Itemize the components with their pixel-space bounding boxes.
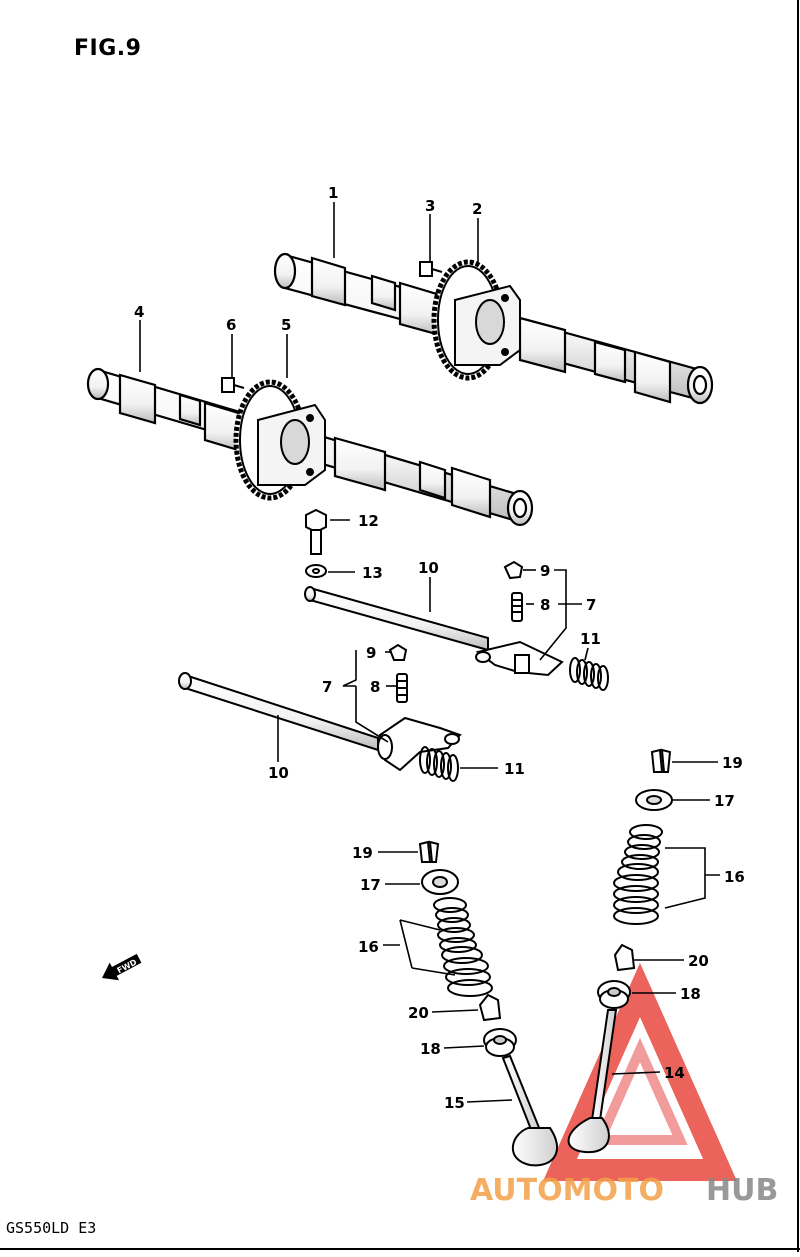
valve-spring-left <box>433 897 493 997</box>
cam-sprocket-lower <box>233 379 326 501</box>
callout-14: 14 <box>664 1064 685 1082</box>
callout-17-right: 17 <box>714 792 735 810</box>
callout-8-upper: 8 <box>540 596 550 614</box>
adjuster-screw-lower <box>396 673 408 703</box>
callout-9-lower: 9 <box>366 644 376 662</box>
callout-16-left: 16 <box>358 938 379 956</box>
callout-6: 6 <box>226 316 236 334</box>
watermark-part2: HUB <box>706 1173 778 1208</box>
valve-right <box>567 1009 618 1154</box>
callout-5: 5 <box>281 316 291 334</box>
sprocket-bolt-lower <box>221 377 245 393</box>
adjuster-screw-upper <box>511 592 523 622</box>
rocker-arm-lower <box>377 716 462 772</box>
frame-border-bottom <box>0 1248 800 1250</box>
callout-7-lower: 7 <box>322 678 332 696</box>
spring-retainer-left <box>421 869 459 895</box>
callout-4: 4 <box>134 303 144 321</box>
callout-3: 3 <box>425 197 435 215</box>
callout-12: 12 <box>358 512 379 530</box>
rocker-washer <box>305 564 327 578</box>
callout-11-upper: 11 <box>580 630 601 648</box>
rocker-spring-upper <box>569 657 609 691</box>
sprocket-bolt-upper <box>419 261 443 277</box>
figure-title: FIG.9 <box>74 36 142 61</box>
rocker-bolt <box>305 508 327 555</box>
valve-spring-right <box>613 824 663 925</box>
rocker-spring-lower <box>419 746 459 782</box>
callout-16-right: 16 <box>724 868 745 886</box>
spring-retainer-right <box>635 789 673 811</box>
callout-17-left: 17 <box>360 876 381 894</box>
callout-19-right: 19 <box>722 754 743 772</box>
callout-7-upper: 7 <box>586 596 596 614</box>
callout-1: 1 <box>328 184 338 202</box>
adjuster-nut-upper <box>503 560 524 580</box>
callout-2: 2 <box>472 200 482 218</box>
callout-20-left: 20 <box>408 1004 429 1022</box>
callout-10-lower: 10 <box>268 764 289 782</box>
cam-sprocket-upper <box>431 259 521 381</box>
leader-lines <box>139 202 720 1103</box>
callout-20-right: 20 <box>688 952 709 970</box>
spring-seat-left <box>483 1028 517 1057</box>
callout-15: 15 <box>444 1094 465 1112</box>
rocker-shaft-upper <box>304 586 489 652</box>
callout-18-right: 18 <box>680 985 701 1003</box>
callout-13: 13 <box>362 564 383 582</box>
valve-stem-seal-right <box>613 943 636 972</box>
callout-8-lower: 8 <box>370 678 380 696</box>
callout-10-upper: 10 <box>418 559 439 577</box>
adjuster-nut-lower <box>388 643 408 661</box>
callout-9-upper: 9 <box>540 562 550 580</box>
watermark-part1: AUTOMOTO <box>470 1173 664 1208</box>
model-code: GS550LD E3 <box>6 1219 97 1237</box>
rocker-arm-upper <box>475 640 564 677</box>
forward-arrow-icon: FWD <box>102 953 142 981</box>
callout-labels: 1 3 2 4 6 5 12 13 10 9 8 7 11 9 7 8 10 1… <box>134 184 745 1112</box>
valve-left <box>501 1054 559 1167</box>
valve-cotter-left <box>418 840 440 863</box>
spring-seat-right <box>597 980 631 1009</box>
callout-19-left: 19 <box>352 844 373 862</box>
callout-11-lower: 11 <box>504 760 525 778</box>
watermark-text: AUTOMOTO HUB <box>470 1173 778 1208</box>
frame-border-right <box>797 0 799 1252</box>
valve-stem-seal-left <box>478 993 502 1022</box>
valve-cotter-right <box>650 748 672 773</box>
callout-18-left: 18 <box>420 1040 441 1058</box>
